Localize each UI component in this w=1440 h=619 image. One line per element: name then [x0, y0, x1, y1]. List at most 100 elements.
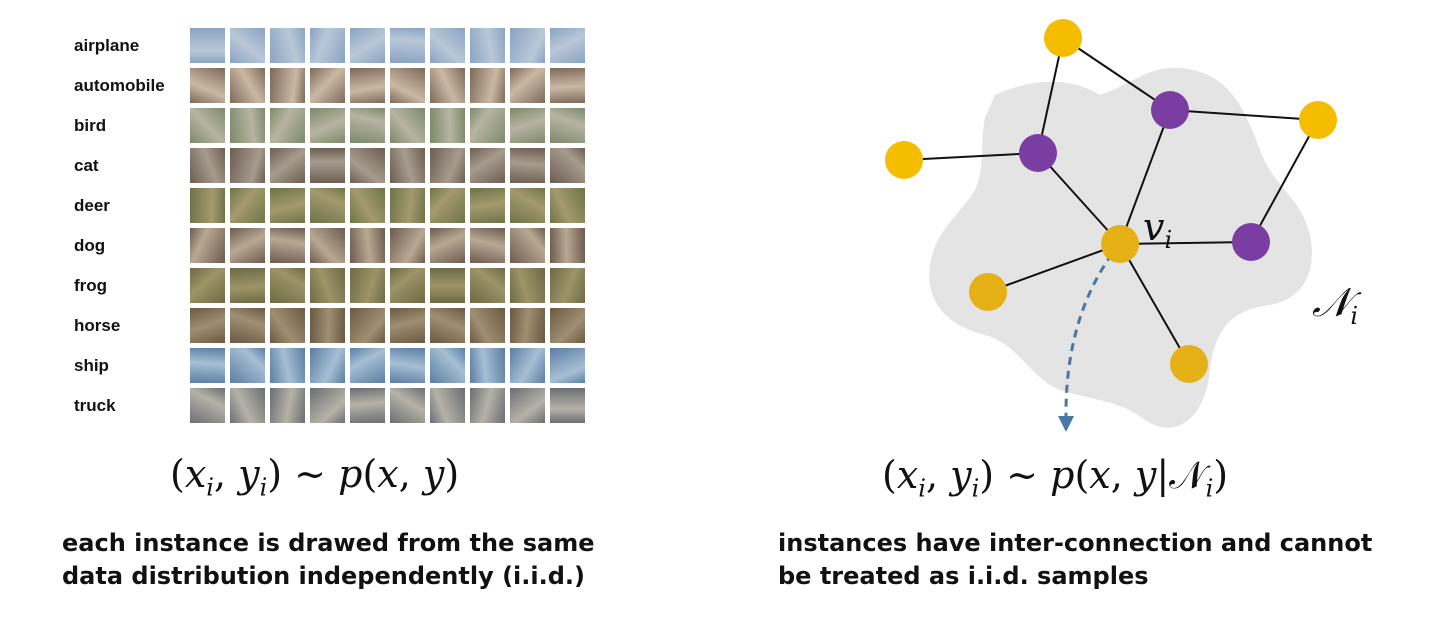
- image-thumbnail: [470, 348, 505, 383]
- image-thumbnail: [390, 148, 425, 183]
- image-thumbnail: [350, 28, 385, 63]
- iid-caption-line-2: data distribution independently (i.i.d.): [62, 562, 585, 590]
- image-thumbnail: [390, 268, 425, 303]
- image-thumbnail: [550, 148, 585, 183]
- image-thumbnail: [190, 348, 225, 383]
- image-thumbnail: [470, 228, 505, 263]
- image-thumbnail: [310, 148, 345, 183]
- image-thumbnail: [230, 228, 265, 263]
- image-thumbnail: [350, 308, 385, 343]
- image-thumbnail: [470, 268, 505, 303]
- image-thumbnail: [430, 68, 465, 103]
- image-thumbnail: [510, 148, 545, 183]
- class-label-bird: bird: [74, 116, 107, 135]
- image-thumbnail: [230, 348, 265, 383]
- image-thumbnail: [390, 308, 425, 343]
- node-yellow: [1044, 19, 1082, 57]
- image-thumbnail: [310, 348, 345, 383]
- dashed-arrow: [1064, 253, 1114, 419]
- image-thumbnail: [230, 28, 265, 63]
- image-thumbnail: [350, 268, 385, 303]
- image-thumbnail: [510, 28, 545, 63]
- image-thumbnail: [310, 268, 345, 303]
- image-thumbnail: [470, 68, 505, 103]
- image-thumbnail: [270, 268, 305, 303]
- image-thumbnail: [510, 68, 545, 103]
- image-thumbnail: [510, 108, 545, 143]
- image-thumbnail: [190, 308, 225, 343]
- image-thumbnail: [350, 388, 385, 423]
- class-label-frog: frog: [74, 276, 108, 295]
- dashed-arrow-head: [1058, 416, 1074, 432]
- image-thumbnail: [310, 28, 345, 63]
- image-thumbnail: [390, 228, 425, 263]
- edge: [1119, 243, 1190, 365]
- image-thumbnail: [390, 188, 425, 223]
- node-purple: [1019, 134, 1057, 172]
- image-thumbnail: [510, 268, 545, 303]
- image-thumbnail: [550, 228, 585, 263]
- image-thumbnail: [190, 68, 225, 103]
- node-yellow: [885, 141, 923, 179]
- image-thumbnail: [430, 388, 465, 423]
- image-thumbnail: [470, 308, 505, 343]
- node-gold: [1170, 345, 1208, 383]
- image-thumbnail: [270, 388, 305, 423]
- class-label-dog: dog: [74, 236, 106, 255]
- image-thumbnail: [230, 108, 265, 143]
- image-thumbnail: [310, 188, 345, 223]
- image-thumbnail: [270, 28, 305, 63]
- image-thumbnail: [550, 388, 585, 423]
- image-thumbnail: [310, 308, 345, 343]
- image-thumbnail: [230, 148, 265, 183]
- image-thumbnail: [190, 108, 225, 143]
- image-thumbnail: [310, 228, 345, 263]
- image-thumbnail: [470, 148, 505, 183]
- image-thumbnail: [390, 388, 425, 423]
- image-thumbnail: [350, 188, 385, 223]
- class-label-automobile: automobile: [74, 76, 165, 95]
- edge: [1119, 109, 1171, 245]
- node-purple: [1232, 223, 1270, 261]
- image-thumbnail: [350, 148, 385, 183]
- edge: [1119, 241, 1252, 245]
- image-thumbnail: [550, 28, 585, 63]
- node-purple: [1151, 91, 1189, 129]
- image-thumbnail: [270, 348, 305, 383]
- image-thumbnail: [430, 188, 465, 223]
- class-label-airplane: airplane: [74, 36, 140, 55]
- edge: [1169, 109, 1319, 121]
- image-thumbnail: [510, 348, 545, 383]
- image-thumbnail: [470, 28, 505, 63]
- edge: [1037, 37, 1064, 154]
- neighborhood-label: 𝒩i: [1312, 280, 1362, 330]
- class-label-truck: truck: [74, 396, 116, 415]
- image-thumbnail: [550, 188, 585, 223]
- edge: [1037, 152, 1121, 245]
- image-thumbnail: [550, 268, 585, 303]
- image-thumbnail: [430, 108, 465, 143]
- image-thumbnail: [310, 388, 345, 423]
- graph-caption-line-1: instances have inter-connection and cann…: [778, 529, 1373, 557]
- image-thumbnail: [190, 28, 225, 63]
- class-label-ship: ship: [74, 356, 109, 375]
- image-thumbnail: [270, 308, 305, 343]
- graph-edges: [903, 37, 1319, 365]
- image-thumbnail: [190, 228, 225, 263]
- image-thumbnail: [190, 268, 225, 303]
- image-thumbnail: [350, 228, 385, 263]
- image-thumbnail: [270, 188, 305, 223]
- image-thumbnail: [230, 308, 265, 343]
- image-thumbnail: [270, 148, 305, 183]
- image-thumbnail: [270, 68, 305, 103]
- image-thumbnail: [350, 108, 385, 143]
- image-thumbnail: [390, 28, 425, 63]
- image-thumbnail: [390, 68, 425, 103]
- image-thumbnail: [430, 228, 465, 263]
- node-gold: [969, 273, 1007, 311]
- class-label-deer: deer: [74, 196, 110, 215]
- image-thumbnail: [510, 308, 545, 343]
- image-thumbnail: [550, 348, 585, 383]
- image-thumbnail: [550, 308, 585, 343]
- image-thumbnail: [510, 228, 545, 263]
